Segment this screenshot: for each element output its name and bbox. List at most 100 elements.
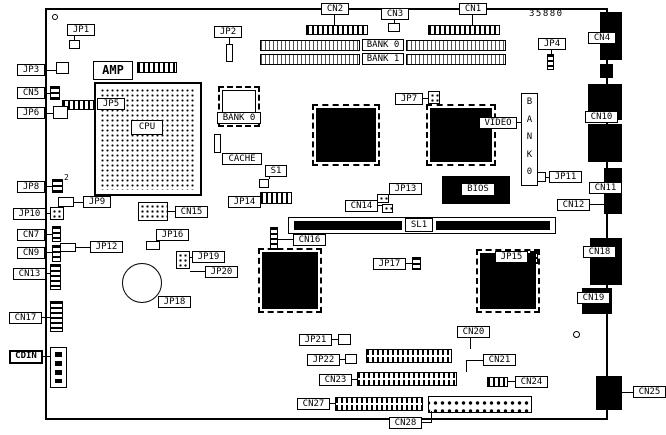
- leader-line: [74, 202, 83, 203]
- sl1-bar-right: [436, 221, 550, 230]
- label-bank0-cache: BANK 0: [217, 112, 261, 124]
- leader-line: [76, 247, 90, 248]
- cdin-connector: [50, 347, 67, 388]
- cn28-header: [428, 396, 532, 413]
- text-pin1-mark: 2: [64, 173, 69, 182]
- cn2-connector: [306, 25, 368, 35]
- sl1-bar-left: [294, 221, 402, 230]
- leader-line: [74, 36, 75, 41]
- cn7-connector: [52, 226, 61, 242]
- label-jp11: JP11: [549, 171, 582, 183]
- cn14-connector: [382, 204, 393, 213]
- cache-bank-slot: B A N K 0: [521, 93, 538, 186]
- cn9-connector: [52, 245, 61, 262]
- label-jp5: JP5: [97, 98, 125, 110]
- jp6-jumper: [53, 106, 68, 119]
- jp16-jumper: [146, 241, 160, 250]
- chipset-2: [258, 248, 322, 313]
- jp17-jumper: [412, 257, 421, 270]
- jp2-jumper: [226, 44, 233, 62]
- label-bios: BIOS: [461, 183, 495, 196]
- label-cn23: CN23: [319, 374, 352, 386]
- cn27-header: [335, 397, 423, 411]
- cn20-header: [366, 349, 452, 363]
- leader-line: [423, 98, 428, 99]
- label-jp1: JP1: [67, 24, 95, 36]
- leader-line: [546, 177, 549, 178]
- label-cn27: CN27: [297, 398, 330, 410]
- label-bank0-mem: BANK 0: [362, 39, 404, 51]
- leader-line: [190, 271, 205, 272]
- label-cn13: CN13: [13, 268, 46, 280]
- leader-line: [378, 205, 382, 206]
- simm-slot-b2: [406, 54, 506, 65]
- leader-line: [278, 239, 293, 240]
- leader-line: [551, 50, 552, 54]
- leader-line: [528, 257, 530, 258]
- label-jp15: JP15: [495, 251, 528, 263]
- simm-slot-a2: [406, 40, 506, 51]
- leader-line: [269, 175, 270, 179]
- leader-line: [190, 257, 192, 258]
- label-cn21: CN21: [483, 354, 516, 366]
- leader-line: [45, 93, 50, 94]
- label-jp8: JP8: [17, 181, 45, 193]
- label-bank1-mem: BANK 1: [362, 53, 404, 65]
- label-s1: S1: [265, 165, 287, 177]
- label-video: VIDEO: [479, 117, 517, 129]
- jp14-header: [260, 192, 292, 204]
- leader-line: [466, 360, 483, 361]
- mounting-hole-2: [573, 331, 580, 338]
- side-port: [600, 64, 613, 78]
- label-cn10: CN10: [585, 111, 618, 123]
- label-jp14: JP14: [228, 196, 261, 208]
- label-jp18: JP18: [158, 296, 191, 308]
- label-jp10: JP10: [13, 208, 46, 220]
- cn3-connector: [388, 23, 400, 32]
- leader-line: [466, 360, 467, 372]
- label-jp17: JP17: [373, 258, 406, 270]
- label-cn3: CN3: [381, 8, 409, 20]
- label-cache: CACHE: [222, 153, 262, 165]
- s1-switch: [259, 179, 269, 188]
- jp7-jumper: [428, 91, 440, 104]
- cn16-connector: [270, 227, 278, 250]
- leader-line: [622, 392, 633, 393]
- label-jp3: JP3: [17, 64, 45, 76]
- leader-line: [45, 234, 52, 235]
- cn18-port: [590, 238, 622, 285]
- leader-line: [352, 379, 357, 380]
- leader-line: [590, 204, 604, 205]
- label-cn20: CN20: [457, 326, 490, 338]
- label-cdin: CDIN: [9, 350, 43, 364]
- cn23-header: [357, 372, 457, 386]
- leader-line: [330, 403, 335, 404]
- label-jp12: JP12: [90, 241, 123, 253]
- label-cn28: CN28: [389, 417, 422, 429]
- cn25-port: [596, 376, 622, 410]
- cn5-connector: [50, 86, 60, 100]
- amp-connector: [137, 62, 177, 73]
- cache-bar: [214, 134, 221, 153]
- label-sl1: SL1: [405, 218, 433, 232]
- leader-line: [332, 339, 338, 340]
- label-cn25: CN25: [633, 386, 666, 398]
- simm-slot-a1: [260, 40, 360, 51]
- label-jp19: JP19: [192, 251, 225, 263]
- cn12-port: [604, 196, 622, 214]
- label-jp9: JP9: [83, 196, 111, 208]
- cn15-header: [138, 202, 168, 221]
- leader-line: [406, 263, 412, 264]
- jp1-jumper: [69, 40, 80, 49]
- jp8-header: [52, 179, 63, 193]
- label-cn11: CN11: [589, 182, 622, 194]
- label-cn17: CN17: [9, 312, 42, 324]
- leader-line: [334, 15, 335, 25]
- leader-line: [45, 252, 52, 253]
- text-part-number: 35880: [529, 9, 564, 19]
- cn17-connector: [50, 301, 63, 332]
- leader-line: [422, 422, 432, 423]
- jp12-jumper: [60, 243, 76, 252]
- leader-line: [340, 359, 345, 360]
